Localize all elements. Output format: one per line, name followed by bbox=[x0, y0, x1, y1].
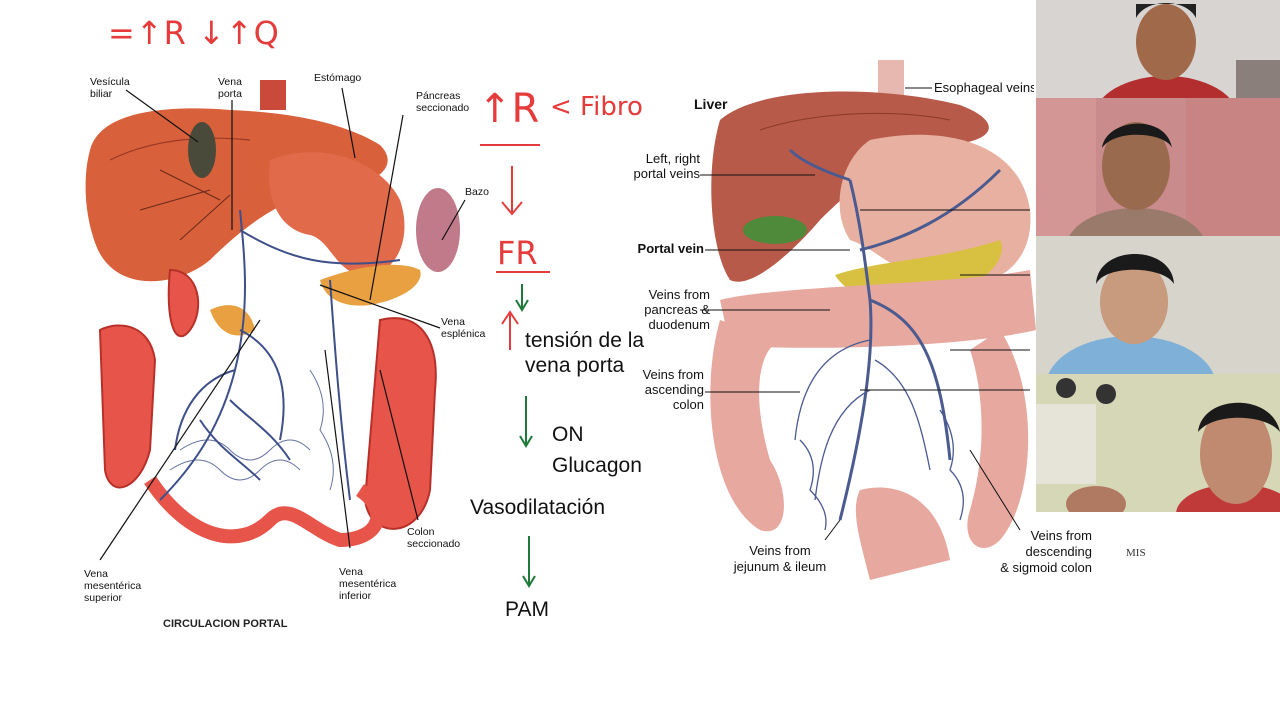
participant-shirt bbox=[1048, 336, 1214, 374]
handwritten-note-top: =↑R ↓↑Q bbox=[108, 14, 280, 52]
label-vena-mesenterica-superior: Vena mesentérica superior bbox=[84, 568, 142, 604]
label-veins-pancreas-duodenum: Veins from pancreas & duodenum bbox=[644, 287, 710, 332]
label-bazo: Bazo bbox=[465, 186, 489, 198]
participant-video-3 bbox=[1036, 236, 1280, 374]
flow-arrows bbox=[501, 284, 536, 588]
label-colon-seccionado: Colon seccionado bbox=[407, 526, 461, 550]
diagram-caption: CIRCULACION PORTAL bbox=[163, 618, 288, 630]
label-pancreas-seccionado: Páncreas seccionado bbox=[416, 90, 470, 114]
label-portal-vein: Portal vein bbox=[637, 241, 704, 256]
portal-circulation-illustration bbox=[85, 80, 466, 561]
note-glucagon: Glucagon bbox=[552, 454, 642, 477]
note-tension-vena-porta: tensión de la vena porta bbox=[525, 329, 645, 377]
label-vena-porta: Vena porta bbox=[218, 76, 242, 100]
portal-circulation-diagram bbox=[80, 70, 480, 610]
label-estomago: Estómago bbox=[314, 72, 362, 84]
label-veins-ascending-colon: Veins from ascending colon bbox=[642, 367, 704, 412]
note-pam: PAM bbox=[505, 598, 549, 621]
participant-tile-4[interactable] bbox=[1036, 374, 1280, 512]
hepatic-portal-illustration bbox=[700, 60, 1036, 580]
participant-video-1 bbox=[1036, 0, 1280, 98]
label-vesicula-biliar: Vesícula biliar bbox=[90, 76, 130, 100]
hepatic-portal-diagram bbox=[700, 60, 1036, 590]
note-on: ON bbox=[552, 423, 584, 446]
label-vena-esplenica: Vena esplénica bbox=[441, 316, 486, 340]
participant-video-2 bbox=[1036, 98, 1280, 236]
logo: MIS bbox=[1126, 547, 1146, 559]
participant-tile-3[interactable] bbox=[1036, 236, 1280, 374]
note-vasodilatacion: Vasodilatación bbox=[470, 496, 606, 519]
participant-shirt bbox=[1069, 208, 1203, 236]
label-esophageal-veins: Esophageal veins bbox=[934, 80, 1034, 95]
label-veins-jejunum-ileum: Veins from jejunum & ileum bbox=[733, 543, 827, 574]
handwritten-note-ir: ↑R bbox=[478, 86, 540, 132]
participant-video-4 bbox=[1036, 374, 1280, 512]
handwritten-note-fibro: < Fibro bbox=[550, 92, 643, 122]
participant-tile-2[interactable] bbox=[1036, 98, 1280, 236]
label-vena-mesenterica-inferior: Vena mesentérica inferior bbox=[339, 566, 397, 602]
label-veins-descending-sigmoid: Veins from descending & sigmoid colon bbox=[1000, 528, 1092, 575]
label-liver: Liver bbox=[694, 96, 728, 112]
handwritten-note-fr: FR bbox=[497, 234, 538, 272]
label-left-right-portal-veins: Left, right portal veins bbox=[633, 151, 700, 181]
participant-tile-1[interactable] bbox=[1036, 0, 1280, 98]
participant-shirt bbox=[1102, 76, 1230, 98]
handwritten-arrows bbox=[480, 144, 550, 273]
